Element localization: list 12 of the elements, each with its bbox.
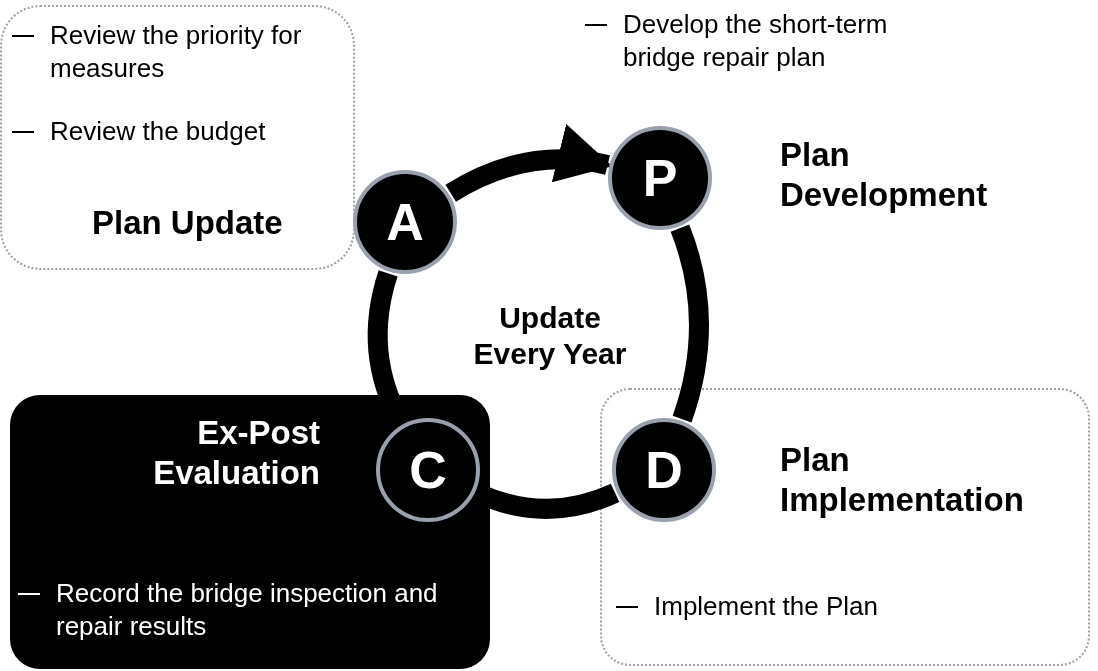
task-text: Review the budget (50, 115, 266, 148)
task-text: Implement the Plan (654, 590, 878, 623)
step-title: Plan Implementation (780, 440, 1025, 520)
step-title: Ex-Post Evaluation (152, 413, 320, 493)
task-text: Record the bridge inspection and repair results (56, 577, 439, 643)
step-title: Plan Update (92, 203, 284, 243)
step-panel (10, 395, 490, 669)
step-panel (0, 5, 355, 270)
step-title: Plan Development (780, 135, 989, 215)
task-text: Develop the short-term bridge repair plan (623, 8, 889, 74)
step-panel (600, 388, 1090, 666)
task-text: Review the priority for measures (50, 19, 303, 85)
